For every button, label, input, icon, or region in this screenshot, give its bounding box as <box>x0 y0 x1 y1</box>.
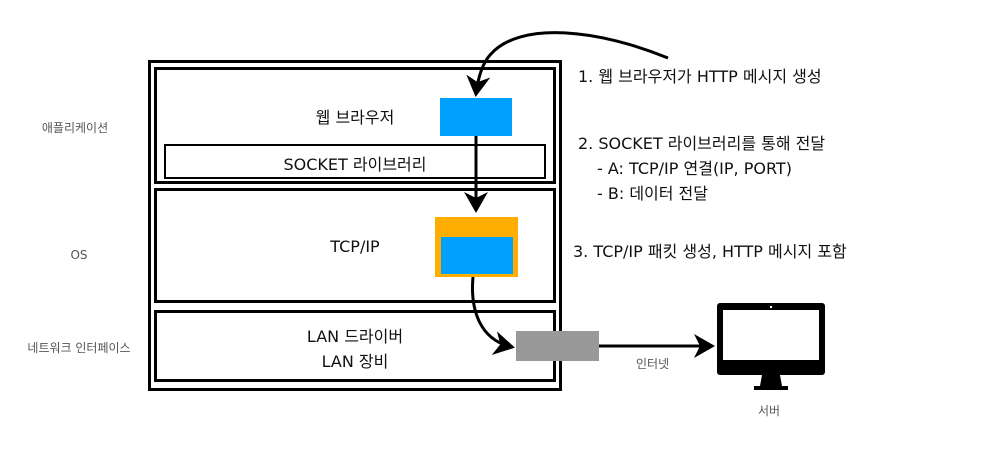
server-monitor-icon <box>717 303 825 390</box>
http-message-block <box>440 98 512 136</box>
internet-label: 인터넷 <box>636 357 670 371</box>
layer-label-application: 애플리케이션 <box>41 121 109 135</box>
web-browser-label: 웹 브라우저 <box>315 108 395 127</box>
tcp-packet-payload-block <box>441 237 513 274</box>
layer-label-os: OS <box>70 248 88 262</box>
arrow-tcp-to-lan <box>470 276 515 355</box>
step-3-text: 3. TCP/IP 패킷 생성, HTTP 메시지 포함 <box>573 242 847 261</box>
socket-library-label: SOCKET 라이브러리 <box>283 155 427 174</box>
socket-library-box <box>164 144 546 179</box>
lan-driver-label: LAN 드라이버 <box>306 327 404 346</box>
step-2a-text: - A: TCP/IP 연결(IP, PORT) <box>597 159 792 178</box>
lan-device-label: LAN 장비 <box>321 352 389 371</box>
protocol-stack-box <box>148 60 562 391</box>
arrow-step1 <box>466 31 669 97</box>
server-label: 서버 <box>758 404 781 418</box>
lan-frame-block <box>516 331 599 361</box>
step-2-text: 2. SOCKET 라이브러리를 통해 전달 <box>578 134 826 153</box>
layer-label-network-interface: 네트워크 인터페이스 <box>27 341 131 355</box>
tcp-ip-label: TCP/IP <box>330 237 380 256</box>
network-interface-layer-box <box>154 310 556 382</box>
step-1-text: 1. 웹 브라우저가 HTTP 메시지 생성 <box>578 67 822 86</box>
step-2b-text: - B: 데이터 전달 <box>597 184 708 203</box>
